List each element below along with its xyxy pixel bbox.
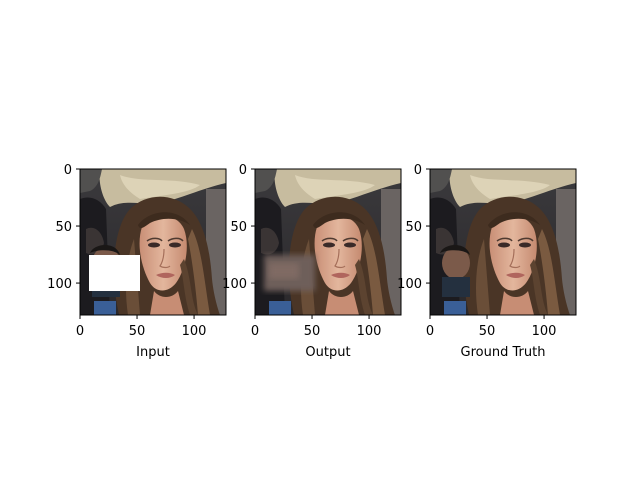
- axes-frame: [429, 168, 577, 316]
- y-tick-label: 100: [222, 277, 247, 292]
- x-ticks: 0 50 100: [251, 315, 382, 339]
- x-tick-label: 0: [76, 324, 84, 339]
- y-tick-label: 50: [55, 220, 72, 235]
- y-tick-label: 50: [230, 220, 247, 235]
- x-tick-label: 0: [251, 324, 259, 339]
- y-tick-label: 100: [47, 277, 72, 292]
- x-axis-label: Input: [136, 345, 170, 360]
- x-tick-label: 100: [182, 324, 207, 339]
- image-ground-truth: [430, 169, 576, 315]
- x-axis-label: Ground Truth: [461, 345, 546, 360]
- x-tick-label: 100: [357, 324, 382, 339]
- y-ticks: 0 50 100: [222, 163, 255, 292]
- x-tick-label: 50: [304, 324, 321, 339]
- y-ticks: 0 50 100: [397, 163, 430, 292]
- y-tick-label: 50: [405, 220, 422, 235]
- y-ticks: 0 50 100: [47, 163, 80, 292]
- panel-ground-truth: 0 50 100 0 50 100 Ground Truth: [397, 163, 577, 360]
- y-tick-label: 0: [64, 163, 72, 178]
- x-tick-label: 0: [426, 324, 434, 339]
- x-axis-label: Output: [305, 345, 350, 360]
- image-output: [255, 169, 401, 315]
- panel-output: 0 50 100 0 50 100 Output: [222, 163, 402, 360]
- image-input: [80, 169, 226, 315]
- x-tick-label: 50: [479, 324, 496, 339]
- x-ticks: 0 50 100: [76, 315, 207, 339]
- panel-input: 0 50 100 0 50 100 Input: [47, 163, 227, 360]
- y-tick-label: 0: [414, 163, 422, 178]
- mask-rectangle: [89, 255, 140, 291]
- y-tick-label: 0: [239, 163, 247, 178]
- x-tick-label: 50: [129, 324, 146, 339]
- axes-frame: [254, 168, 402, 316]
- x-tick-label: 100: [532, 324, 557, 339]
- y-tick-label: 100: [397, 277, 422, 292]
- axes-frame: [79, 168, 227, 316]
- x-ticks: 0 50 100: [426, 315, 557, 339]
